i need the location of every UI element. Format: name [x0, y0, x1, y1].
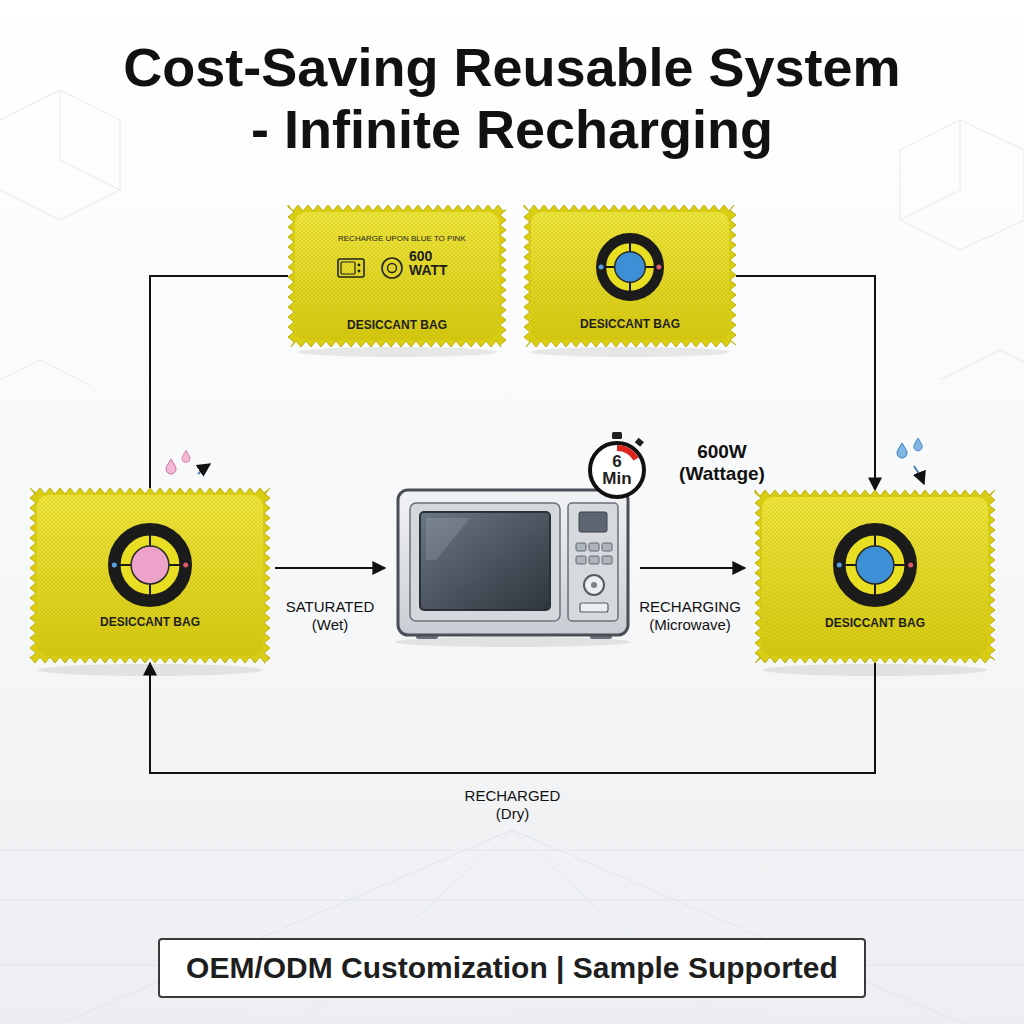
bag-seam: [288, 205, 506, 347]
bag-seam: [524, 205, 736, 347]
stopwatch-crown: [612, 432, 622, 439]
bg-line: [60, 90, 120, 190]
footer-banner: OEM/ODM Customization | Sample Supported: [158, 938, 866, 998]
dial-center: [591, 582, 597, 588]
microwave-body: [398, 490, 628, 635]
button: [602, 543, 612, 551]
bag-seam: [755, 490, 995, 663]
floor-line: [0, 900, 1024, 901]
state-label: RECHARGING (Microwave): [631, 598, 749, 634]
ring-mark: [656, 265, 661, 270]
button: [576, 556, 586, 564]
droplets-left: [166, 450, 210, 474]
button: [576, 543, 586, 551]
instruction-text: RECHARGE UPON BLUE TO PINK: [338, 234, 466, 244]
ring-mark: [183, 563, 188, 568]
water-drop: [914, 438, 923, 451]
indicator-dot: [856, 546, 894, 584]
bag-mesh: [37, 495, 263, 656]
ring-mark: [112, 563, 117, 568]
ring-mark: [599, 265, 604, 270]
bag-seam: [30, 488, 270, 663]
microwave-icon: [338, 259, 364, 277]
bg-hexagon: [0, 90, 120, 220]
state-label: SATURATED (Wet): [274, 598, 386, 634]
humidity-indicator: [837, 529, 913, 600]
bg-line: [940, 350, 1024, 380]
bag-label: DESICCANT BAG: [524, 317, 736, 331]
diagram-title: Cost-Saving Reusable System - Infinite R…: [115, 36, 909, 160]
wattage-text: 600 WATT: [409, 249, 457, 277]
stopwatch-face: [590, 443, 644, 497]
indicator-ring: [114, 529, 185, 600]
bg-line: [0, 360, 90, 385]
water-drop: [897, 443, 907, 458]
bag-body: [762, 497, 988, 656]
glass-highlight: [426, 518, 470, 560]
footer-text: OEM/ODM Customization | Sample Supported: [186, 950, 838, 986]
edge-label: RECHARGED (Dry): [454, 787, 572, 823]
microwave-window: [420, 512, 550, 610]
flow-arrow: [275, 567, 385, 569]
dial: [584, 575, 604, 595]
water-drop: [166, 459, 176, 474]
microwave-door: [410, 503, 560, 621]
bag-label: DESICCANT BAG: [288, 318, 506, 332]
desiccant-bag: DESICCANT BAG: [30, 488, 270, 663]
wattage-label: 600W (Wattage): [675, 441, 770, 485]
buttons: [576, 543, 612, 564]
microwave-icon-window: [341, 262, 355, 274]
loop-arrow: [150, 663, 875, 773]
button: [602, 556, 612, 564]
humidity-indicator: [599, 238, 662, 296]
droplets-right: [897, 438, 924, 484]
bag-body: [37, 495, 263, 656]
indicator-icon: [382, 258, 402, 278]
icon-dot: [358, 264, 361, 267]
timer-text: 6 Min: [601, 453, 633, 487]
button: [589, 556, 599, 564]
indicator-dot: [131, 546, 169, 584]
control-panel: [568, 503, 618, 621]
bag-outline: [30, 488, 270, 663]
desiccant-bag: DESICCANT BAG: [755, 490, 995, 663]
absorb-arrow: [914, 466, 924, 484]
flow-arrow: [640, 567, 745, 569]
desiccant-bag: RECHARGE UPON BLUE TO PINK 600 WATT DESICC…: [288, 205, 506, 347]
desiccant-bag: DESICCANT BAG: [524, 205, 736, 347]
ring-mark: [908, 563, 913, 568]
humidity-indicator: [112, 529, 188, 600]
indicator-ring: [601, 238, 659, 296]
bag-mesh: [762, 497, 988, 656]
flow-arrow: [736, 276, 875, 490]
bag-icons: [338, 258, 402, 278]
return-line: [150, 276, 288, 488]
indicator-ring: [839, 529, 910, 600]
bag-outline: [755, 490, 995, 663]
ring-mark: [837, 563, 842, 568]
floor-grid: [0, 830, 1024, 1024]
bg-hexagon: [900, 120, 1024, 250]
evaporate-arrow: [198, 464, 210, 474]
floor-line: [0, 850, 1024, 851]
bag-shadow: [530, 347, 730, 357]
indicator-dot: [615, 252, 646, 283]
door-button: [580, 603, 608, 612]
bag-label: DESICCANT BAG: [30, 615, 270, 629]
bag-shadow: [297, 347, 497, 357]
button: [589, 543, 599, 551]
indicator-icon-center: [388, 264, 397, 273]
bg-line: [900, 120, 960, 220]
microwave: [398, 490, 628, 639]
water-drop: [182, 450, 190, 462]
timer-icon: 6 Min: [587, 440, 647, 500]
display: [579, 512, 607, 532]
bag-label: DESICCANT BAG: [755, 616, 995, 630]
icon-dot: [358, 270, 361, 273]
stopwatch-button: [635, 438, 644, 447]
